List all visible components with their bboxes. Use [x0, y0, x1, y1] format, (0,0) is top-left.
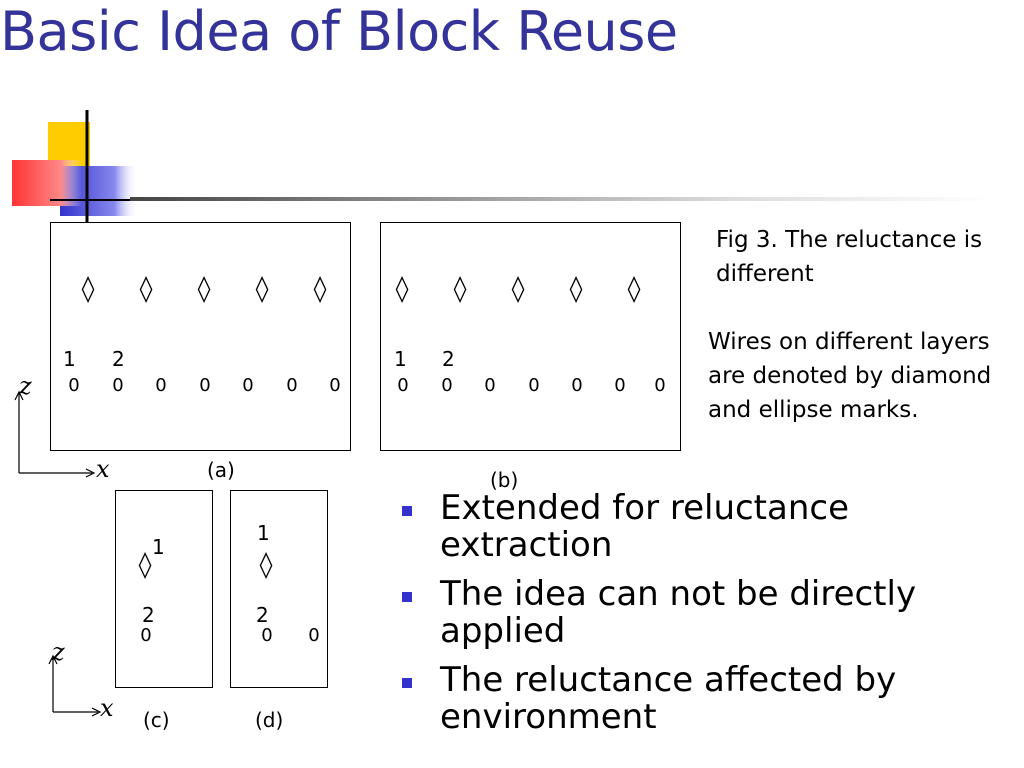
panel-b: ◊ ◊ ◊ ◊ ◊ 1 2 0 0 0 0 0 0 0 — [380, 222, 681, 451]
panel-d: 1 ◊ 2 0 0 — [230, 490, 328, 688]
axes-bottom — [44, 646, 114, 718]
wire-label-2: 2 — [442, 347, 455, 371]
diamond-mark-icon: ◊ — [569, 274, 583, 304]
axis-x-label: x — [100, 694, 114, 722]
ellipse-mark-icon: 0 — [68, 375, 80, 396]
panel-c-label: (c) — [143, 708, 170, 732]
ellipse-mark-icon: 0 — [441, 375, 453, 396]
ellipse-mark-icon: 0 — [140, 625, 152, 646]
ellipse-mark-icon: 0 — [155, 375, 167, 396]
square-bullet-icon — [402, 592, 412, 602]
ellipse-mark-icon: 0 — [308, 625, 320, 646]
square-bullet-icon — [402, 678, 412, 688]
diamond-mark-icon: ◊ — [395, 274, 409, 304]
panel-b-label: (b) — [490, 468, 519, 492]
bullet-text: Extended for reluctance extraction — [440, 488, 850, 565]
figure-caption: Fig 3. The reluctance is different — [716, 227, 983, 287]
ellipse-mark-icon: 0 — [528, 375, 540, 396]
diamond-mark-icon: ◊ — [138, 550, 152, 580]
axis-z-label: z — [19, 372, 32, 400]
wire-label-2: 2 — [112, 347, 125, 371]
ellipse-mark-icon: 0 — [654, 375, 666, 396]
decorative-logo-icon — [10, 108, 140, 228]
axes-top — [8, 378, 118, 478]
panel-c: 1 ◊ 2 0 — [115, 490, 213, 688]
diamond-mark-icon: ◊ — [139, 274, 153, 304]
title-underline — [130, 197, 994, 201]
bullet-item: Extended for reluctance extraction — [402, 490, 1002, 564]
wire-label-1: 1 — [63, 347, 76, 371]
axis-x-label: x — [96, 455, 110, 483]
square-bullet-icon — [402, 506, 412, 516]
panel-a-label: (a) — [207, 458, 235, 482]
ellipse-mark-icon: 0 — [484, 375, 496, 396]
diamond-mark-icon: ◊ — [313, 274, 327, 304]
diamond-mark-icon: ◊ — [511, 274, 525, 304]
bullet-item: The reluctance affected by environment — [402, 662, 1002, 736]
axis-z-label: z — [52, 638, 65, 666]
ellipse-mark-icon: 0 — [261, 625, 273, 646]
bullet-text: The idea can not be directly applied — [440, 574, 917, 651]
wire-label-1: 1 — [394, 347, 407, 371]
diamond-mark-icon: ◊ — [259, 550, 273, 580]
slide-title: Basic Idea of Block Reuse — [0, 0, 678, 63]
diamond-mark-icon: ◊ — [197, 274, 211, 304]
wire-label-2: 2 — [256, 603, 269, 627]
diamond-mark-icon: ◊ — [81, 274, 95, 304]
wire-label-2: 2 — [142, 603, 155, 627]
bullet-item: The idea can not be directly applied — [402, 576, 1002, 650]
wire-legend-note: Wires on different layers are denoted by… — [708, 329, 992, 423]
bullet-text: The reluctance affected by environment — [440, 660, 897, 737]
diamond-mark-icon: ◊ — [255, 274, 269, 304]
ellipse-mark-icon: 0 — [329, 375, 341, 396]
diamond-mark-icon: ◊ — [627, 274, 641, 304]
wire-label-1: 1 — [257, 521, 270, 545]
ellipse-mark-icon: 0 — [397, 375, 409, 396]
diamond-mark-icon: ◊ — [453, 274, 467, 304]
ellipse-mark-icon: 0 — [199, 375, 211, 396]
wire-label-1: 1 — [152, 535, 165, 559]
ellipse-mark-icon: 0 — [614, 375, 626, 396]
ellipse-mark-icon: 0 — [242, 375, 254, 396]
bullet-list: Extended for reluctance extraction The i… — [402, 490, 1002, 748]
ellipse-mark-icon: 0 — [112, 375, 124, 396]
panel-a: ◊ ◊ ◊ ◊ ◊ 1 2 0 0 0 0 0 0 0 — [50, 222, 351, 451]
ellipse-mark-icon: 0 — [571, 375, 583, 396]
panel-d-label: (d) — [255, 708, 284, 732]
ellipse-mark-icon: 0 — [286, 375, 298, 396]
